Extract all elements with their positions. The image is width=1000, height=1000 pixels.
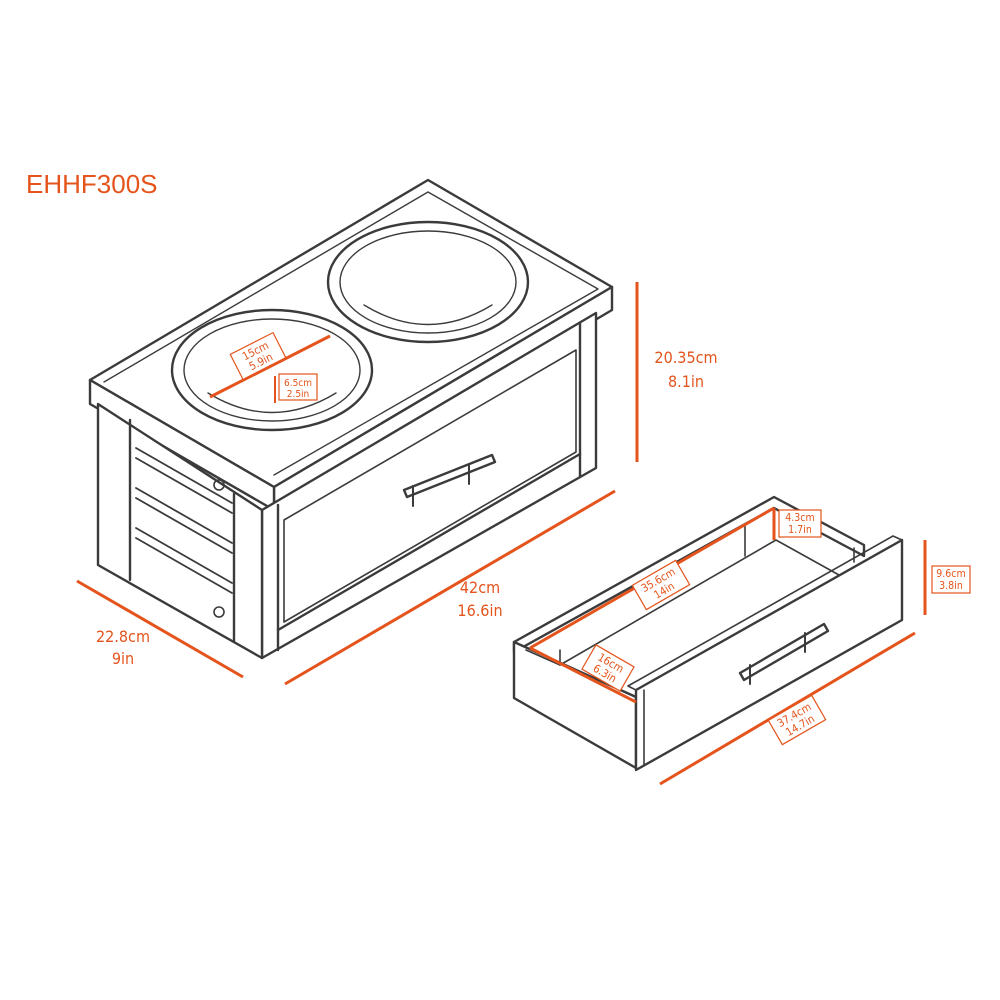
drawer-floor-edge: [559, 539, 867, 666]
bowl-depth-in: 2.5in: [287, 389, 310, 400]
drawer-opening-frame: [283, 349, 577, 623]
feeder-front-bottom-edge: [276, 452, 582, 632]
side-screw-bottom-icon: [213, 606, 225, 618]
drawer-wall-height-in: 1.7in: [788, 524, 812, 536]
feeder-top-inner-edge: [103, 191, 599, 476]
bowl-depth-cm: 6.5cm: [284, 378, 312, 389]
feeder-depth-in: 9in: [112, 649, 134, 668]
bowl-diameter-dimension: 15cm 5.9in 6.5cm 2.5in: [209, 331, 331, 403]
feeder-depth-dimension: 22.8cm 9in: [76, 579, 244, 679]
drawer-height-in: 3.8in: [939, 580, 963, 592]
feeder-side-slats: [135, 447, 233, 594]
feeder-width-cm: 42cm: [460, 578, 500, 597]
drawer-wall-height-dimension: 4.3cm 1.7in: [778, 509, 822, 538]
model-code: EHHF300S: [26, 169, 158, 199]
drawer-inner-length-dimension: 35.6cm 14in: [631, 559, 691, 611]
feeder-side-face: [96, 402, 264, 660]
feeder-height-dimension: 20.35cm 8.1in: [635, 282, 718, 462]
feeder-drawing: [88, 178, 614, 660]
drawer-wall-height-cm: 4.3cm: [785, 512, 814, 524]
feeder-depth-cm: 22.8cm: [96, 627, 150, 646]
feeder-width-in: 16.6in: [457, 601, 502, 620]
drawer-inner-depth-dimension: 16cm 6.3in: [581, 644, 635, 692]
feeder-height-in: 8.1in: [668, 372, 704, 391]
feeder-height-cm: 20.35cm: [654, 348, 717, 367]
drawer-height-cm: 9.6cm: [936, 568, 965, 580]
drawer-drawing: [512, 495, 904, 772]
drawer-height-dimension: 9.6cm 3.8in: [923, 540, 971, 615]
side-screw-top-icon: [213, 479, 225, 491]
feeder-drawer-handle-icon: [402, 453, 497, 499]
feeder-width-dimension: 42cm 16.6in: [284, 489, 616, 686]
